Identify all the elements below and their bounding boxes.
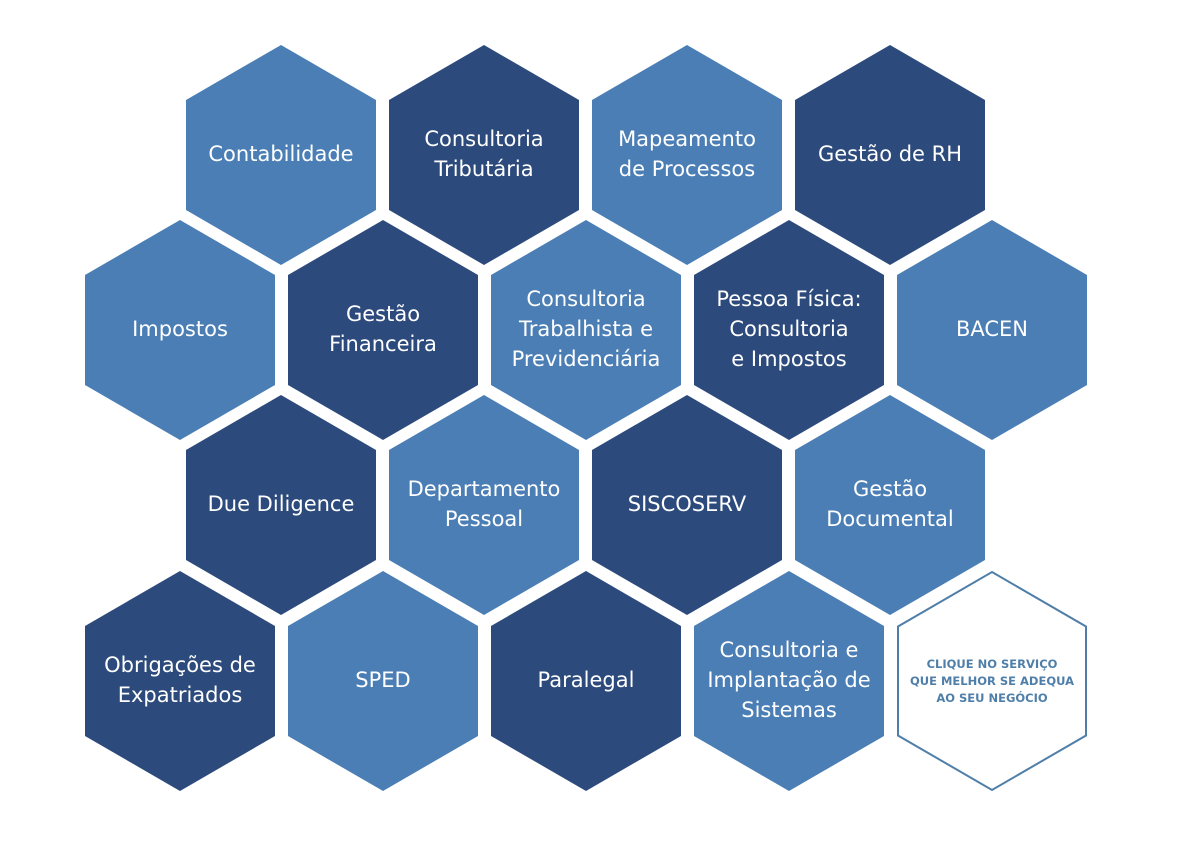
service-hex-shape-gestao-documental[interactable] — [795, 395, 985, 615]
service-hex-shape-gestao-de-rh[interactable] — [795, 45, 985, 265]
service-hex-shape-obrigacoes-de-expatriados[interactable] — [85, 571, 275, 791]
service-hex-contabilidade[interactable]: Contabilidade — [186, 45, 376, 265]
cta-hex-outline[interactable] — [897, 570, 1087, 792]
service-hex-shape-contabilidade[interactable] — [186, 45, 376, 265]
service-hex-shape-pessoa-fisica-consultoria-e-impostos[interactable] — [694, 220, 884, 440]
service-hex-shape-consultoria-trabalhista-e-previdenciaria[interactable] — [491, 220, 681, 440]
service-hex-gestao-de-rh[interactable]: Gestão de RH — [795, 45, 985, 265]
service-hex-sped[interactable]: SPED — [288, 571, 478, 791]
service-hex-shape-bacen[interactable] — [897, 220, 1087, 440]
service-hex-shape-consultoria-tributaria[interactable] — [389, 45, 579, 265]
service-hex-shape-due-diligence[interactable] — [186, 395, 376, 615]
service-hex-due-diligence[interactable]: Due Diligence — [186, 395, 376, 615]
service-hex-siscoserv[interactable]: SISCOSERV — [592, 395, 782, 615]
service-hex-impostos[interactable]: Impostos — [85, 220, 275, 440]
service-hex-shape-paralegal[interactable] — [491, 571, 681, 791]
service-hex-shape-sped[interactable] — [288, 571, 478, 791]
service-hex-shape-mapeamento-de-processos[interactable] — [592, 45, 782, 265]
service-hex-shape-consultoria-e-implantacao-de-sistemas[interactable] — [694, 571, 884, 791]
service-hex-shape-departamento-pessoal[interactable] — [389, 395, 579, 615]
service-hex-paralegal[interactable]: Paralegal — [491, 571, 681, 791]
service-hex-shape-gestao-financeira[interactable] — [288, 220, 478, 440]
service-hex-shape-impostos[interactable] — [85, 220, 275, 440]
service-hex-bacen[interactable]: BACEN — [897, 220, 1087, 440]
service-hex-shape-siscoserv[interactable] — [592, 395, 782, 615]
